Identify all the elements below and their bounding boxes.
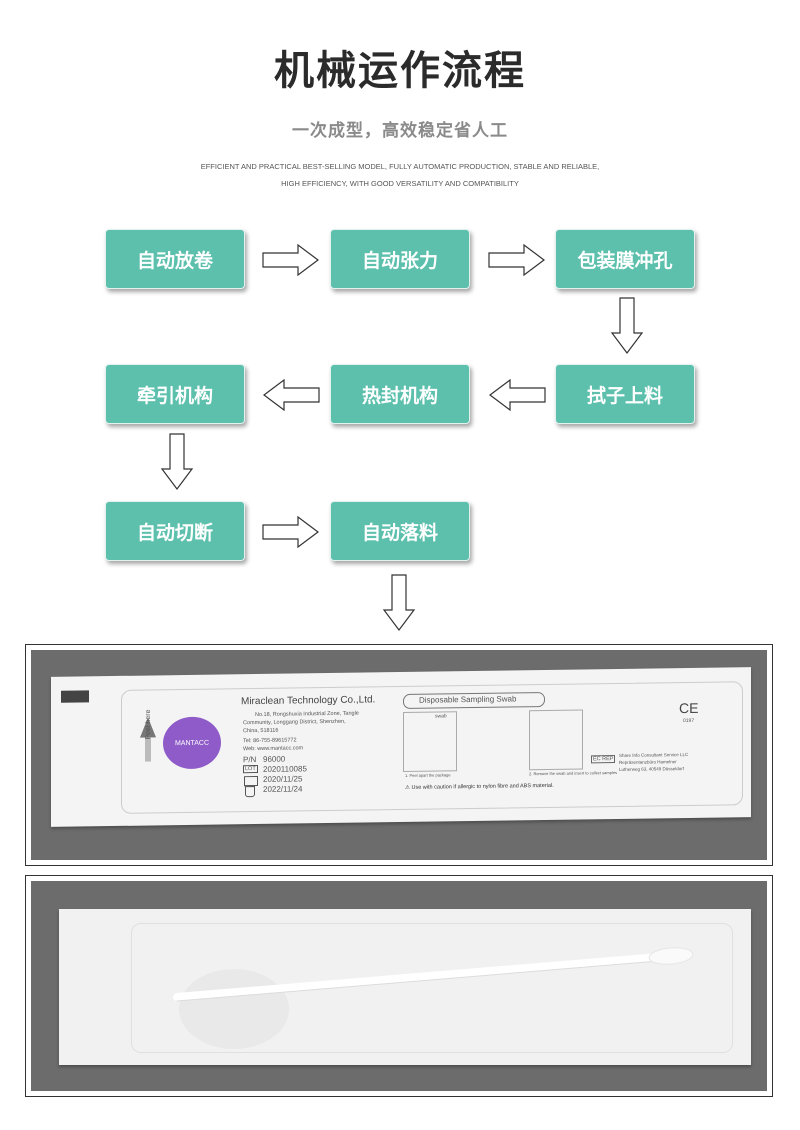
page-description: EFFICIENT AND PRACTICAL BEST-SELLING MOD…	[150, 158, 650, 192]
arrow-down-icon	[382, 574, 416, 631]
step-swab-feed: 拭子上料	[555, 364, 695, 424]
step-heat-seal: 热封机构	[330, 364, 470, 424]
package-back-photo	[25, 875, 773, 1097]
arrow-right-icon	[262, 516, 319, 548]
ce-number: 0197	[683, 717, 695, 725]
step-auto-tension: 自动张力	[330, 229, 470, 289]
package-back	[59, 909, 751, 1065]
package-front: Peel here MANTACC Miraclean Technology C…	[51, 667, 751, 827]
swab-stick	[173, 947, 694, 1002]
lot-label: LOT	[243, 765, 258, 774]
step-auto-unwind: 自动放卷	[105, 229, 245, 289]
page-subtitle: 一次成型，高效稳定省人工	[292, 121, 508, 141]
expiry-hourglass-icon	[245, 786, 255, 798]
ec-rep-line-3: Lutherweg 63, 40549 Düsseldorf	[619, 766, 685, 772]
manufacture-date-icon	[244, 775, 258, 787]
arrow-down-icon	[160, 433, 194, 490]
company-web: Web: www.mantacc.com	[243, 745, 304, 753]
lot-value: 2020110085	[263, 764, 307, 774]
step-auto-cut: 自动切断	[105, 501, 245, 561]
step-film-punch: 包装膜冲孔	[555, 229, 695, 289]
company-name: Miraclean Technology Co.,Ltd.	[241, 694, 376, 708]
barcode-tab	[61, 690, 89, 703]
arrow-right-icon	[488, 244, 545, 276]
pn-value: 96000	[263, 754, 286, 764]
instruction-image-2	[529, 709, 583, 771]
ec-rep-line-2: Repräsentanzbüro Hamelner	[619, 759, 677, 765]
ec-rep-line-1: Share Info Consultant Service LLC	[619, 751, 689, 758]
package-front-photo: Peel here MANTACC Miraclean Technology C…	[25, 644, 773, 866]
peel-arrow-icon	[140, 717, 156, 762]
swab-label: swab	[435, 713, 447, 720]
expiry-date: 2022/11/24	[263, 784, 303, 794]
manufacture-date: 2020/11/25	[263, 774, 303, 784]
arrow-right-icon	[262, 244, 319, 276]
description-line-2: HIGH EFFICIENCY, WITH GOOD VERSATILITY A…	[281, 179, 519, 188]
brand-logo-text: MANTACC	[174, 739, 210, 747]
product-name: Disposable Sampling Swab	[419, 694, 517, 705]
ce-mark: CE	[679, 699, 699, 717]
step-auto-drop: 自动落料	[330, 501, 470, 561]
company-tel: Tel: 86-755-89615772	[243, 737, 297, 745]
arrow-left-icon	[263, 379, 320, 411]
arrow-left-icon	[489, 379, 546, 411]
peel-here-label: Peel here	[145, 709, 152, 740]
arrow-down-icon	[610, 297, 644, 354]
description-line-1: EFFICIENT AND PRACTICAL BEST-SELLING MOD…	[200, 162, 600, 171]
instruction-step-1: 1. Peel apart the package	[405, 772, 451, 778]
company-address-line-3: China, 518116	[243, 727, 279, 735]
instruction-image-1	[403, 711, 457, 772]
step-traction: 牵引机构	[105, 364, 245, 424]
ec-rep-label: EC REP	[591, 755, 616, 764]
pn-label: P/N	[243, 755, 257, 765]
page-title: 机械运作流程	[274, 48, 526, 94]
